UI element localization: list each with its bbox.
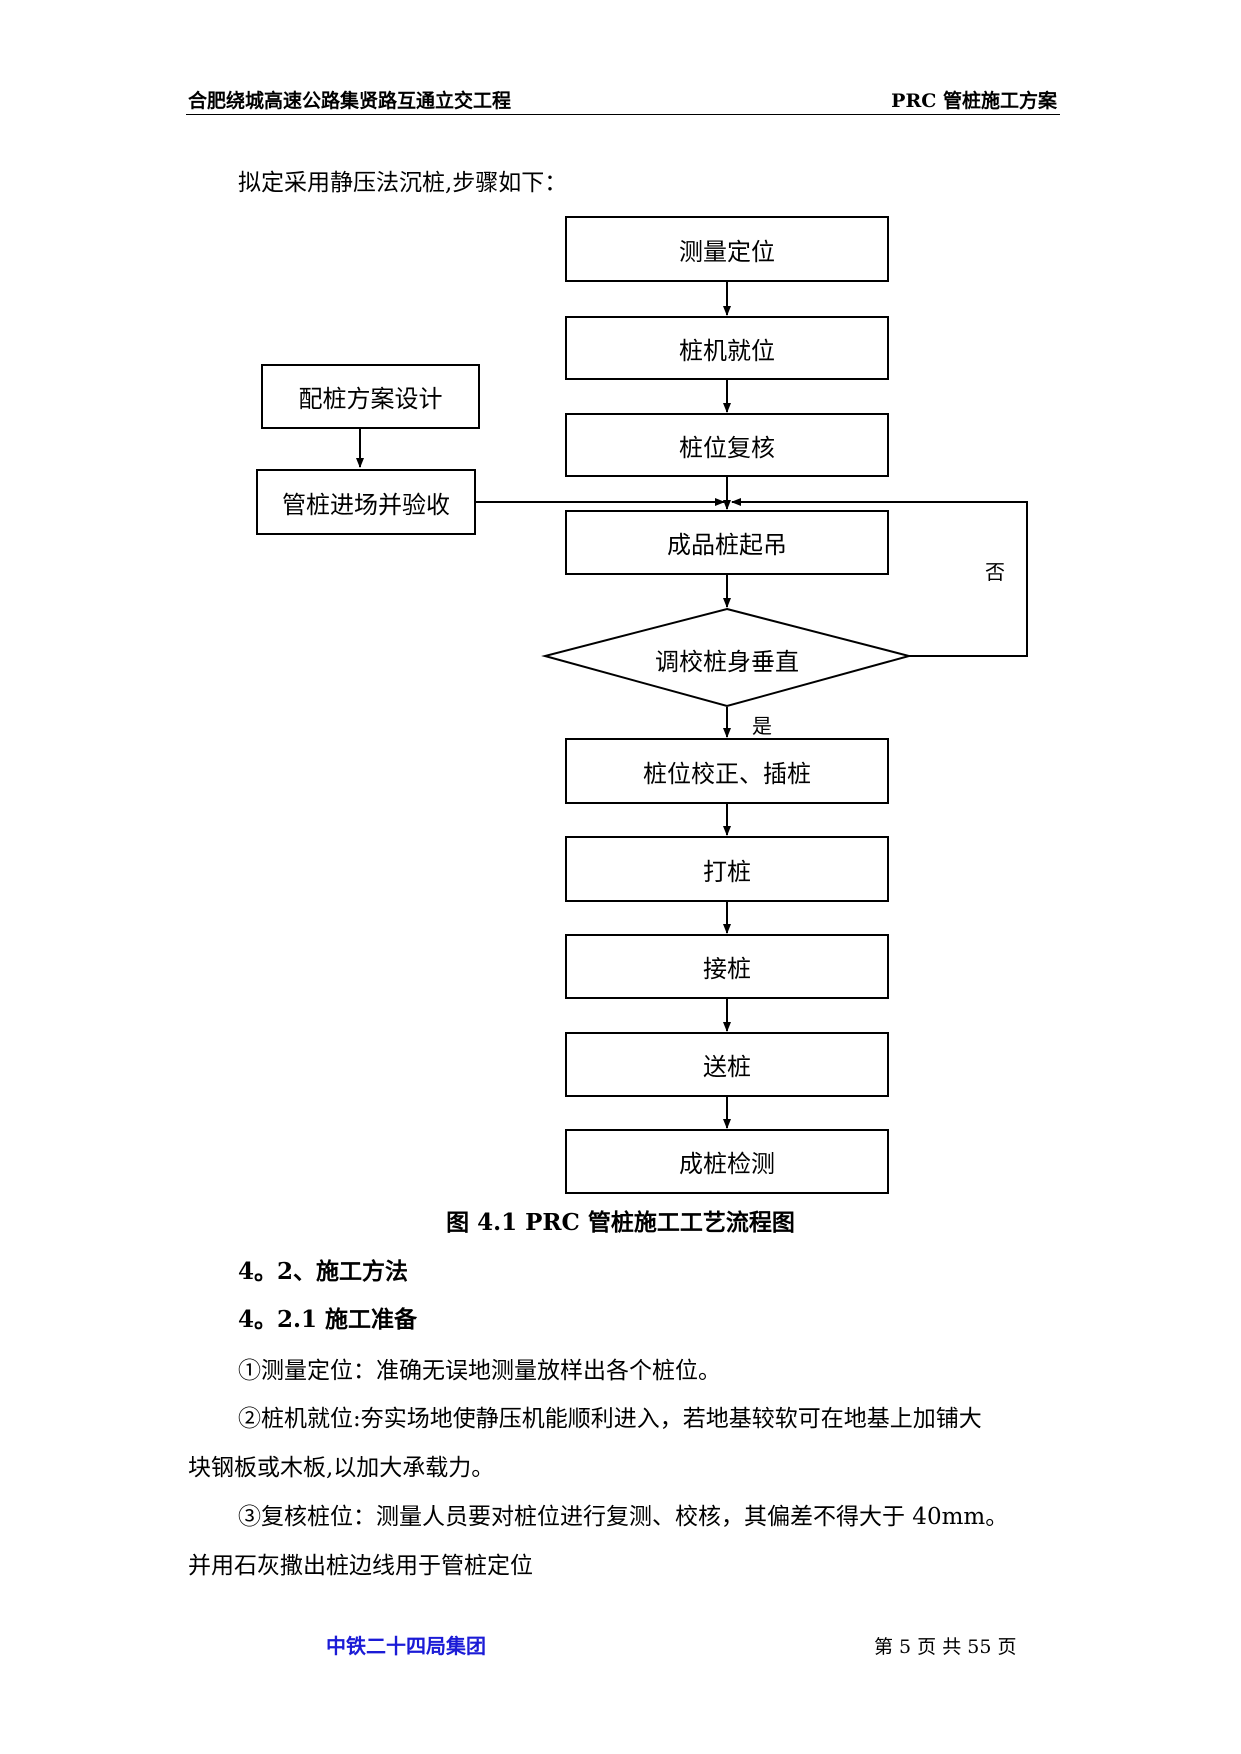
step-pile-position-recheck: 桩位复核 xyxy=(565,413,889,477)
step-pile-driving: 打桩 xyxy=(565,836,889,902)
paragraph-3-line-1: ③复核桩位：测量人员要对桩位进行复测、校核，其偏差不得大于 40mm。 xyxy=(238,1504,1009,1530)
step-pile-splicing: 接桩 xyxy=(565,934,889,999)
step-pile-lifting: 成品桩起吊 xyxy=(565,510,889,575)
subsection-heading: 4。2.1 施工准备 xyxy=(238,1306,418,1333)
header-title-right: PRC 管桩施工方案 xyxy=(891,90,1057,112)
step-pile-follow: 送桩 xyxy=(565,1032,889,1097)
decision-diamond xyxy=(541,607,913,708)
step-survey-positioning: 测量定位 xyxy=(565,216,889,282)
step-correct-and-insert: 桩位校正、插桩 xyxy=(565,738,889,804)
section-heading: 4。2、施工方法 xyxy=(238,1258,409,1285)
step-pile-driver-in-place: 桩机就位 xyxy=(565,316,889,380)
paragraph-3-line-2: 并用石灰撒出桩边线用于管桩定位 xyxy=(188,1553,533,1579)
decision-label: 调校桩身垂直 xyxy=(655,648,799,676)
header-title-left: 合肥绕城高速公路集贤路互通立交工程 xyxy=(188,90,512,112)
step-pile-testing: 成桩检测 xyxy=(565,1129,889,1194)
paragraph-1: ①测量定位：准确无误地测量放样出各个桩位。 xyxy=(238,1358,721,1384)
intro-text: 拟定采用静压法沉桩,步骤如下： xyxy=(238,170,568,196)
side-pile-scheme-design: 配桩方案设计 xyxy=(261,364,480,429)
footer-page-number: 第 5 页 共 55 页 xyxy=(874,1636,1017,1658)
figure-caption: 图 4.1 PRC 管桩施工工艺流程图 xyxy=(446,1209,795,1236)
footer-company: 中铁二十四局集团 xyxy=(326,1634,486,1658)
paragraph-2-line-1: ②桩机就位:夯实场地使静压机能顺利进入，若地基较软可在地基上加铺大 xyxy=(238,1406,982,1432)
side-pile-arrival-inspection: 管桩进场并验收 xyxy=(256,469,476,535)
label-yes: 是 xyxy=(752,714,772,738)
header-divider xyxy=(186,114,1060,115)
arrow-no-loop xyxy=(731,498,1028,657)
paragraph-2-line-2: 块钢板或木板,以加大承载力。 xyxy=(188,1455,495,1481)
label-no: 否 xyxy=(985,560,1005,584)
